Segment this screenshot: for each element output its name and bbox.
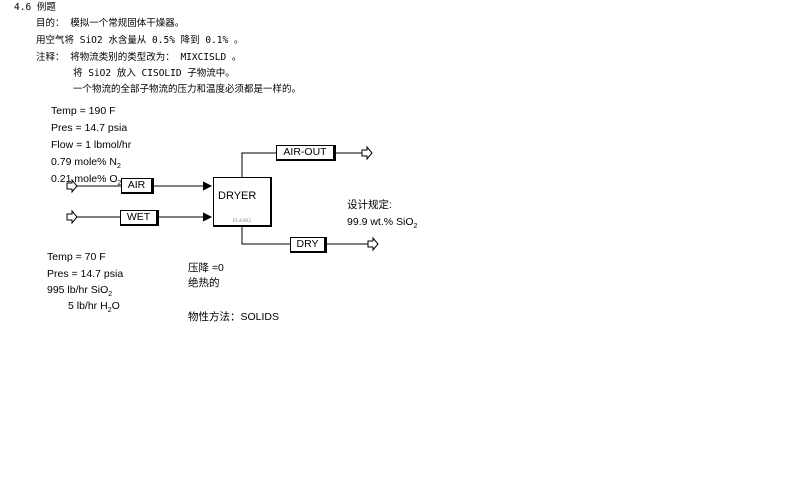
- design-spec-value: 99.9 wt.% SiO2: [347, 216, 418, 231]
- stream-wet[interactable]: WET: [120, 210, 159, 226]
- stream-air[interactable]: AIR: [121, 178, 154, 194]
- air-n2: 0.79 mole% N2: [51, 156, 121, 171]
- section-heading: 4.6 例题: [14, 2, 56, 13]
- notes-text-3: 一个物流的全部子物流的压力和温度必须都是一样的。: [73, 84, 302, 95]
- pressure-drop-note: 压降 =0: [188, 262, 224, 274]
- outlet-arrow-icon: [367, 236, 379, 252]
- design-spec-label: 设计规定:: [347, 199, 392, 211]
- objective-text: 目的： 模拟一个常规固体干燥器。: [36, 18, 185, 29]
- wet-pres: Pres = 14.7 psia: [47, 268, 124, 280]
- block-name: DRYER: [218, 190, 257, 202]
- inlet-arrow-icon: [66, 178, 78, 194]
- inlet-arrow-icon: [66, 209, 78, 225]
- air-temp: Temp = 190 F: [51, 105, 116, 117]
- wet-h2o: 5 lb/hr H2O: [68, 300, 120, 315]
- stream-dry[interactable]: DRY: [290, 237, 327, 253]
- block-type: FLASH2: [232, 219, 252, 224]
- wet-temp: Temp = 70 F: [47, 251, 106, 263]
- notes-text: 注释： 将物流类别的类型改为： MIXCISLD 。: [36, 52, 242, 63]
- notes-text-2: 将 SiO2 放入 CISOLID 子物流中。: [73, 68, 235, 79]
- property-method-note: 物性方法：SOLIDS: [188, 311, 280, 323]
- adiabatic-note: 绝热的: [188, 277, 220, 289]
- air-flow: Flow = 1 lbmol/hr: [51, 139, 132, 151]
- outlet-arrow-icon: [361, 145, 373, 161]
- air-o2: 0.21 mole% O2: [51, 173, 122, 188]
- dryer-block[interactable]: DRYER FLASH2: [213, 177, 272, 227]
- air-pres: Pres = 14.7 psia: [51, 122, 128, 134]
- stream-air-out[interactable]: AIR-OUT: [276, 145, 336, 161]
- goal-text: 用空气将 SiO2 水含量从 0.5% 降到 0.1% 。: [36, 35, 244, 46]
- wet-sio2: 995 lb/hr SiO2: [47, 284, 113, 299]
